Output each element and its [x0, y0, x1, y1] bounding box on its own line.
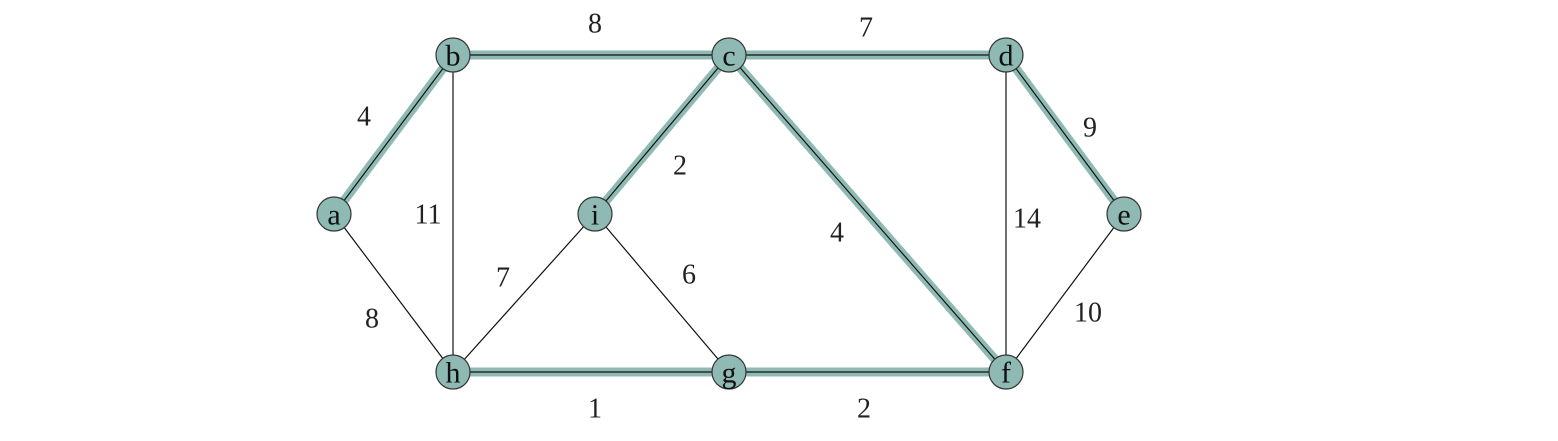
edge-a-h	[333, 213, 454, 373]
node-circle-e	[1106, 196, 1142, 232]
node-label-i: i	[591, 199, 599, 232]
edge-weight-d-e: 9	[1083, 113, 1097, 144]
edge-weight-c-f: 4	[830, 218, 844, 249]
node-circle-a	[316, 196, 352, 232]
node-h: h	[435, 354, 471, 390]
node-label-d: d	[999, 40, 1014, 73]
node-circle-i	[577, 196, 613, 232]
edge-weight-h-g: 1	[588, 394, 602, 425]
edge-weight-c-i: 2	[673, 151, 687, 182]
node-label-h: h	[446, 357, 461, 390]
edge-h-i	[452, 213, 596, 373]
node-f: f	[988, 354, 1024, 390]
node-a: a	[316, 196, 352, 232]
node-circle-h	[435, 354, 471, 390]
node-label-b: b	[446, 40, 461, 73]
edge-c-f	[728, 54, 1007, 373]
edge-weight-b-c: 8	[588, 9, 602, 40]
edge-weights-layer: 4 8 7 9 11 2 4 14 8 7 6 10 1 2	[357, 9, 1102, 425]
edge-weight-e-f: 10	[1074, 298, 1102, 329]
node-label-f: f	[1001, 357, 1011, 390]
node-label-g: g	[722, 357, 737, 390]
node-label-e: e	[1117, 199, 1130, 232]
node-circle-b	[435, 37, 471, 73]
nodes-layer: a b c d e f g h i	[316, 37, 1142, 390]
node-circle-g	[711, 354, 747, 390]
node-b: b	[435, 37, 471, 73]
edge-weight-c-d: 7	[859, 13, 873, 44]
node-circle-c	[711, 37, 747, 73]
node-label-a: a	[327, 199, 340, 232]
node-circle-d	[988, 37, 1024, 73]
edge-weight-a-h: 8	[365, 304, 379, 335]
node-circle-f	[988, 354, 1024, 390]
edge-weight-b-h: 11	[415, 200, 442, 231]
edge-a-b	[333, 54, 454, 215]
edge-weight-i-g: 6	[682, 260, 696, 291]
node-e: e	[1106, 196, 1142, 232]
edge-weight-d-f: 14	[1013, 204, 1041, 235]
node-c: c	[711, 37, 747, 73]
node-i: i	[577, 196, 613, 232]
node-g: g	[711, 354, 747, 390]
node-d: d	[988, 37, 1024, 73]
edge-d-e	[1005, 54, 1125, 215]
edge-weight-a-b: 4	[357, 102, 371, 133]
edge-i-g	[594, 213, 730, 373]
edge-e-f	[1005, 213, 1125, 373]
edge-weight-h-i: 7	[496, 263, 510, 294]
edge-c-i	[594, 54, 730, 215]
node-label-c: c	[722, 40, 735, 73]
edges-layer	[330, 50, 1128, 377]
edge-weight-g-f: 2	[857, 394, 871, 425]
